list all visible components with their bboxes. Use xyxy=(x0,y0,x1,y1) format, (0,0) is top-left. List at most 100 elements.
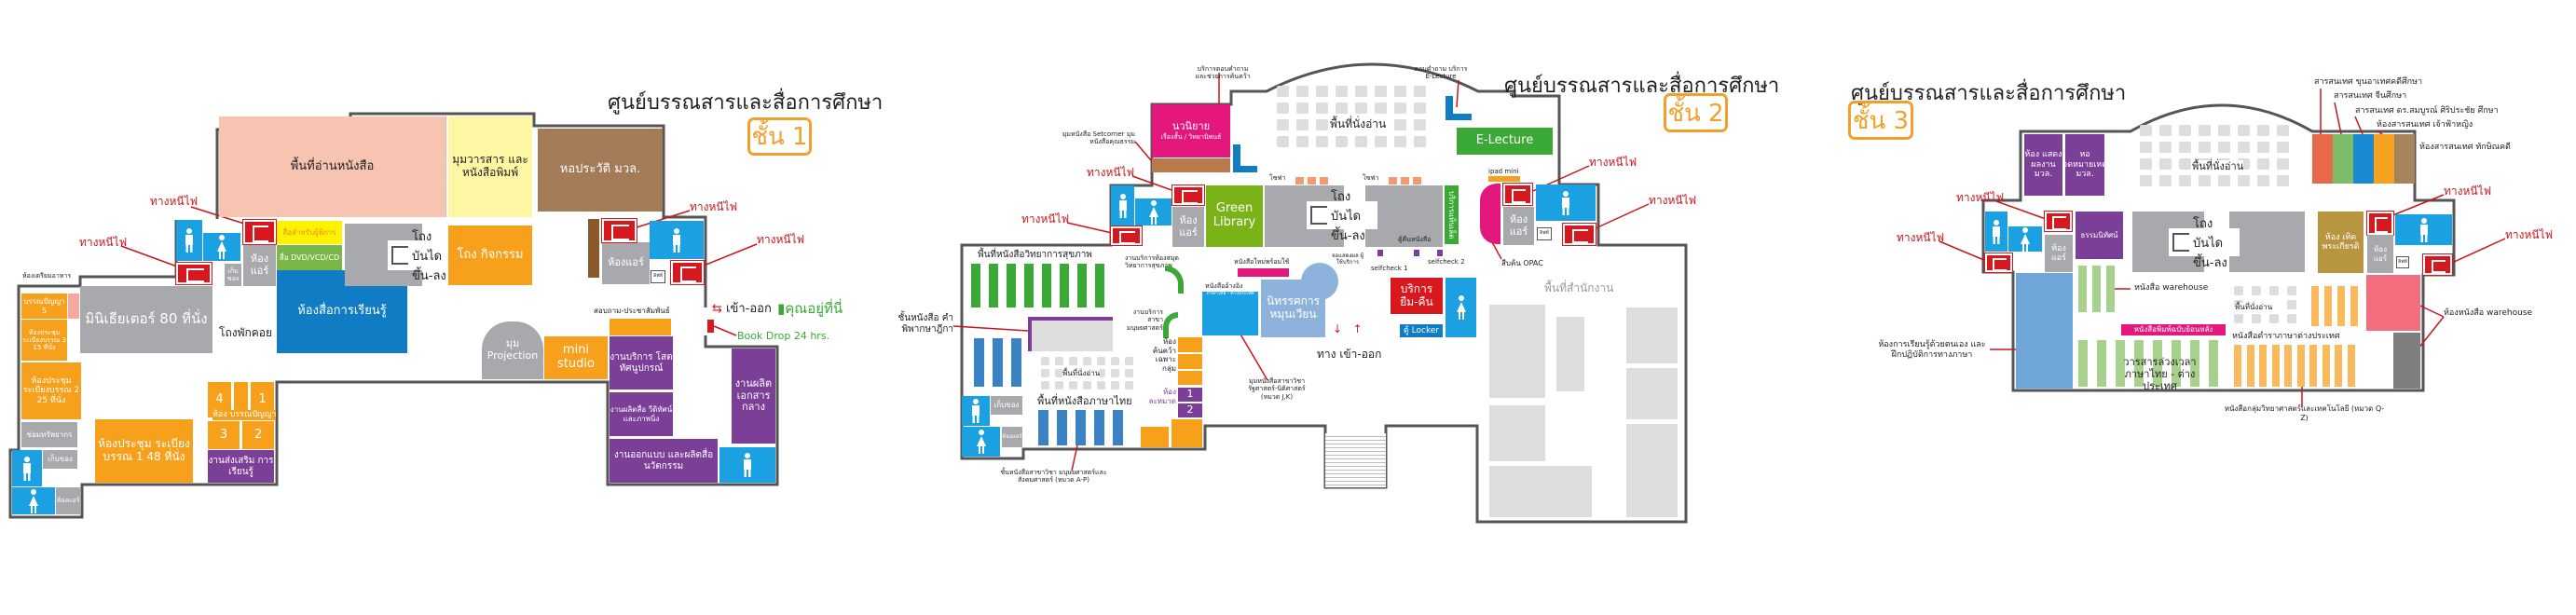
shelf xyxy=(2092,266,2101,312)
video-production[interactable]: งานผลิตสื่อ วีดิทัศน์และภาพนิ่ง xyxy=(610,392,673,436)
dhamma-room[interactable]: ธรรมนิทัศน์ xyxy=(2076,212,2123,259)
air-room[interactable]: ห้องแอร์ xyxy=(56,487,80,514)
air-room[interactable]: ห้องแอร์ xyxy=(2367,235,2393,273)
mini-studio[interactable]: mini studio xyxy=(544,336,608,379)
air-room[interactable]: ห้องแอร์ xyxy=(1002,427,1022,447)
seat xyxy=(1069,357,1077,365)
restroom-icon xyxy=(2395,214,2452,245)
history-hall[interactable]: หอประวัติ มวล. xyxy=(538,129,663,212)
central-documents[interactable]: งานผลิต เอกสาร กลาง xyxy=(732,348,775,444)
meeting-room-1[interactable]: ห้องประชุม ระเบียงบรรณ 1 48 ที่นั่ง xyxy=(95,419,193,483)
law-corner-label: มุมหนังสือสาขาวิชา รัฐศาสตร์-นิติศาสตร์ … xyxy=(1248,377,1306,401)
shelf xyxy=(2106,266,2115,312)
green-library[interactable]: Green Library xyxy=(1206,185,1263,247)
journal-corner[interactable]: มุมวารสาร และหนังสือพิมพ์ xyxy=(448,116,532,217)
self-learning-room[interactable] xyxy=(2016,273,2073,389)
opac-counter[interactable] xyxy=(1480,184,1500,244)
research-help-label: บริการตอบคำถาม และช่วยการค้นคว้า xyxy=(1195,65,1251,81)
air-room[interactable]: ห้องแอร์ xyxy=(2045,235,2073,272)
storage-room[interactable]: เก็บของ xyxy=(225,264,241,286)
learning-promotion[interactable]: งานส่งเสริม การเรียนรู้ xyxy=(208,450,274,483)
restroom-icon xyxy=(962,396,990,426)
design-production[interactable]: งานออกแบบ และผลิตสื่อนวัตกรรม xyxy=(610,439,718,483)
sofa xyxy=(1389,177,1397,184)
study-room-2[interactable]: 2 xyxy=(242,421,274,449)
electure-desk[interactable] xyxy=(1446,96,1453,120)
projection-corner[interactable]: มุม Projection xyxy=(482,321,543,379)
study-room-middle[interactable] xyxy=(234,382,248,417)
warehouse-room-gray[interactable] xyxy=(2393,333,2420,389)
fire-exit-label: ทางหนีไฟ xyxy=(1897,231,1945,244)
honor-room[interactable]: ห้อง เทิด พระเกียรติ xyxy=(2318,212,2364,273)
seat xyxy=(2199,175,2211,186)
humanities-service-desk[interactable] xyxy=(1163,312,1178,338)
archives[interactable]: หอ จดหมายเหตุ มวล. xyxy=(2065,134,2104,196)
supreme-court-shelf[interactable] xyxy=(1028,317,1113,351)
exhibition[interactable]: นิทรรศการ หมุนเวียน xyxy=(1261,280,1325,337)
air-room[interactable]: ห้องแอร์ xyxy=(243,245,276,286)
group-study-room[interactable] xyxy=(1178,337,1202,352)
setcorner-shelf[interactable] xyxy=(1152,158,1230,172)
activity-hall[interactable]: โถง กิจกรรม xyxy=(448,226,532,285)
seat xyxy=(2238,175,2250,186)
old-newspapers[interactable]: หนังสือพิมพ์ฉบับย้อนหลัง xyxy=(2121,324,2226,335)
selfcheck-2-kiosk[interactable] xyxy=(1437,250,1443,256)
seat xyxy=(1394,86,1406,97)
meeting-room-3[interactable]: ห้องประชุม ระเบียงบรรณ 3 15 ที่นั่ง xyxy=(21,320,67,361)
health-service-desk[interactable] xyxy=(1165,266,1184,294)
shelf xyxy=(2337,286,2345,326)
ipad-station[interactable] xyxy=(1488,176,1520,182)
exhibit-room[interactable]: ห้อง แสดงผลงาน มวล. xyxy=(2024,134,2062,196)
borrow-return-desk[interactable]: บริการ ยืม-คืน xyxy=(1391,278,1443,314)
novels-sub-label: เรื่องสั้น / วิทยานิพนธ์ xyxy=(1160,132,1222,141)
info-desk[interactable] xyxy=(610,319,671,335)
shelf xyxy=(993,338,1003,387)
study-room-3[interactable]: 3 xyxy=(208,421,240,449)
locker[interactable]: ตู้ Locker xyxy=(1400,324,1443,337)
electure-room[interactable]: E-Lecture xyxy=(1457,128,1553,155)
info-somboon-label: สารสนเทศ ดร.สมบูรณ์ ศิริประชัย ศึกษา xyxy=(2355,106,2499,116)
seat xyxy=(2159,142,2172,153)
old-journals-label: วารสารล่วงเวลา ภาษาไทย - ต่างประเทศ xyxy=(2123,356,2197,393)
stair-hall: โถงบันได ขึ้น-ลง xyxy=(1307,190,1377,243)
shelf xyxy=(1057,410,1067,445)
selfcheck-1-kiosk[interactable] xyxy=(1377,250,1383,256)
group-study-room[interactable] xyxy=(1178,354,1202,369)
book-return-box[interactable] xyxy=(1414,250,1419,256)
reference-shelves[interactable]: ภาษาไทย - ต่างประเทศ xyxy=(1202,292,1258,335)
av-service[interactable]: งานบริการ โสตทัศนูปกรณ์ xyxy=(610,336,673,390)
shelf xyxy=(1076,410,1086,445)
study-room-5[interactable]: บรรณปัญญา 5 xyxy=(21,294,67,319)
storage-room[interactable]: เก็บของ xyxy=(43,450,77,469)
novels-section[interactable]: นวนิยายเรื่องสั้น / วิทยานิพนธ์ xyxy=(1152,104,1230,157)
seat xyxy=(1355,86,1367,97)
dvd-media[interactable]: สื่อ DVD/VCD/CD xyxy=(277,245,342,270)
group-study-label: ห้อง ค้นคว้า เฉพาะ กลุ่ม xyxy=(1152,337,1176,373)
warehouse-room[interactable] xyxy=(2366,275,2420,331)
air-room[interactable]: ห้องแอร์ xyxy=(602,242,650,284)
new-books-shelf[interactable] xyxy=(1238,268,1289,277)
storage-room[interactable]: เก็บของ xyxy=(991,396,1022,415)
seat xyxy=(1277,102,1289,114)
seat xyxy=(1296,102,1309,114)
seat xyxy=(2277,142,2289,153)
seat xyxy=(2269,314,2279,323)
group-study-room[interactable] xyxy=(1178,371,1202,385)
prayer-room-2[interactable]: 2 xyxy=(1178,403,1202,417)
seat xyxy=(1414,119,1426,130)
seat xyxy=(2199,142,2211,153)
air-room[interactable]: ห้องแอร์ xyxy=(1503,207,1534,245)
reading-area[interactable]: พื้นที่อ่านหนังสือ xyxy=(219,116,446,217)
meeting-room-2[interactable]: ห้องประชุม ระเบียงบรรณ 2 25 ที่นั่ง xyxy=(21,362,81,419)
sofa-label: โซฟา xyxy=(1269,174,1286,182)
restroom-icon xyxy=(12,450,42,486)
air-room[interactable]: ห้องแอร์ xyxy=(1172,207,1204,247)
seat xyxy=(1414,102,1426,114)
mini-theater[interactable]: มินิเธียเตอร์ 80 ที่นั่ง xyxy=(80,286,212,353)
research-desk[interactable] xyxy=(1233,144,1240,172)
fire-exit-label: ทางหนีไฟ xyxy=(690,200,738,213)
disabled-media[interactable]: สื่อสำหรับผู้พิการ xyxy=(277,221,342,244)
prayer-room-1[interactable]: 1 xyxy=(1178,388,1202,402)
repair-room[interactable]: ซ่อมทรัพยากร xyxy=(21,422,77,447)
tablet-service[interactable]: บริการแท็บเล็ต xyxy=(1445,185,1459,244)
